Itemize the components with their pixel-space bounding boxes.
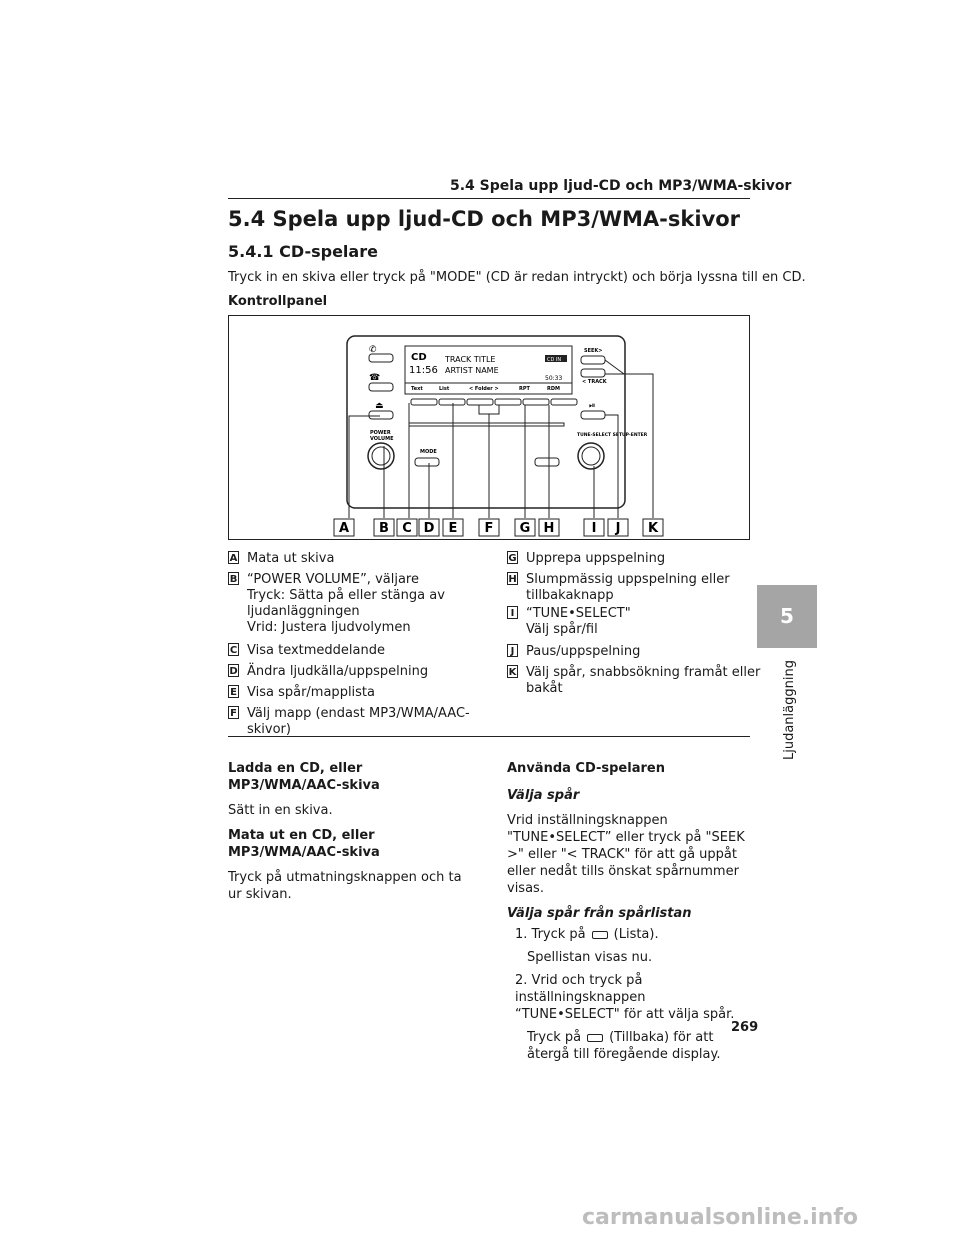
svg-text:VOLUME: VOLUME: [370, 436, 394, 442]
back-button-icon: [587, 1033, 604, 1042]
svg-text:< TRACK: < TRACK: [582, 379, 608, 385]
svg-text:TUNE-SELECT SETUP-ENTER: TUNE-SELECT SETUP-ENTER: [577, 432, 648, 438]
seek-button: [580, 355, 606, 365]
step-1: 1. Tryck på(Lista).: [515, 927, 659, 942]
track-button: [580, 368, 606, 378]
display-time: 11:56: [409, 365, 438, 376]
control-panel-figure: ✆ ☎ ⏏ POWER VOLUME CD 11:56 TRACK TITLE …: [228, 315, 750, 540]
svg-text:RDM: RDM: [547, 386, 560, 392]
subsection-title: 5.4.1 CD-spelare: [228, 242, 378, 261]
svg-text:C: C: [402, 521, 412, 536]
eject-icon: ⏏: [375, 401, 384, 411]
chapter-tab: 5: [757, 585, 817, 648]
section-title: 5.4 Spela upp ljud-CD och MP3/WMA-skivor: [228, 207, 741, 231]
load-text: Sätt in en skiva.: [228, 803, 333, 818]
step-1-note: Spellistan visas nu.: [527, 950, 653, 965]
callout-labels: A B C D E F G H I J K: [333, 518, 664, 537]
running-header: 5.4 Spela upp ljud-CD och MP3/WMA-skivor: [450, 178, 792, 194]
svg-text:MODE: MODE: [420, 449, 437, 455]
display-screen: [404, 345, 573, 395]
svg-text:I: I: [592, 521, 597, 536]
display-artist: ARTIST NAME: [445, 366, 499, 375]
callout-lines: [348, 359, 654, 518]
svg-text:B: B: [379, 521, 389, 536]
eject-button: [368, 410, 394, 420]
list-button-icon: [591, 930, 608, 939]
soft-button-row: [410, 398, 578, 406]
right-column: Använda CD-spelaren Välja spår Vrid inst…: [507, 760, 750, 1063]
left-column: Ladda en CD, eller MP3/WMA/AAC-skiva Sät…: [228, 760, 468, 903]
legend-item-k: K Välj spår, snabbsökning framåt eller b…: [507, 665, 761, 696]
legend-item-h: H Slumpmässig uppspelning eller tillbaka…: [507, 572, 730, 603]
display-badge: CD IN: [547, 357, 561, 363]
legend-item-b: B “POWER VOLUME”, väljare Tryck: Sätta p…: [228, 572, 445, 635]
display-softkeys: Text List < Folder > RPT RDM: [411, 386, 560, 392]
panel-heading: Kontrollpanel: [228, 294, 328, 309]
back-button: [534, 457, 560, 467]
svg-text:G: G: [520, 521, 531, 536]
step-2: 2. Vrid och tryck på inställningsknappen…: [515, 973, 735, 1022]
svg-text:E: E: [449, 521, 458, 536]
svg-text:List: List: [439, 386, 450, 392]
svg-text:Text: Text: [411, 386, 423, 392]
svg-text:POWER: POWER: [370, 430, 391, 436]
svg-text:< Folder >: < Folder >: [469, 386, 499, 392]
svg-text:RPT: RPT: [519, 386, 531, 392]
display-track: TRACK TITLE: [444, 355, 495, 364]
page-number: 269: [731, 1020, 759, 1035]
svg-text:J: J: [615, 521, 621, 536]
display-source: CD: [411, 352, 427, 363]
chapter-title: Ljudanläggning: [782, 660, 797, 760]
header-rule: [228, 198, 750, 199]
load-heading: Ladda en CD, eller MP3/WMA/AAC-skiva: [228, 761, 380, 793]
intro-text: Tryck in en skiva eller tryck på "MODE" …: [228, 270, 806, 285]
eject-heading: Mata ut en CD, eller MP3/WMA/AAC-skiva: [228, 828, 380, 860]
svg-text:SEEK>: SEEK>: [584, 348, 603, 354]
svg-text:✆: ✆: [369, 345, 377, 355]
svg-text:D: D: [424, 521, 435, 536]
tracklist-heading: Välja spår från spårlistan: [507, 906, 692, 921]
section-divider: [228, 736, 750, 737]
eject-text: Tryck på utmatningsknappen och ta ur ski…: [228, 870, 462, 902]
play-pause-icon: ⏯: [589, 401, 595, 410]
mode-button: [414, 457, 440, 467]
watermark: carmanualsonline.info: [582, 1205, 858, 1230]
legend-item-f: F Välj mapp (endast MP3/WMA/AAC- skivor): [228, 706, 470, 738]
legend-item-i: I “TUNE•SELECT" Välj spår/fil: [507, 606, 631, 638]
display-elapsed: 50:33: [545, 375, 562, 382]
svg-text:K: K: [648, 521, 659, 536]
svg-text:☎: ☎: [369, 373, 380, 383]
phone-buttons: ✆ ☎ ⏏: [368, 345, 394, 420]
cd-slot: [408, 422, 565, 427]
svg-text:H: H: [544, 521, 555, 536]
select-track-heading: Välja spår: [507, 788, 580, 803]
play-pause-button: [580, 410, 606, 420]
svg-text:A: A: [339, 521, 349, 536]
select-track-text: Vrid inställningsknappen "TUNE•SELECT” e…: [507, 813, 745, 896]
step-2-note: Tryck på(Tillbaka) för att återgå till f…: [527, 1030, 721, 1062]
svg-text:F: F: [485, 521, 494, 536]
usage-heading: Använda CD-spelaren: [507, 761, 665, 776]
